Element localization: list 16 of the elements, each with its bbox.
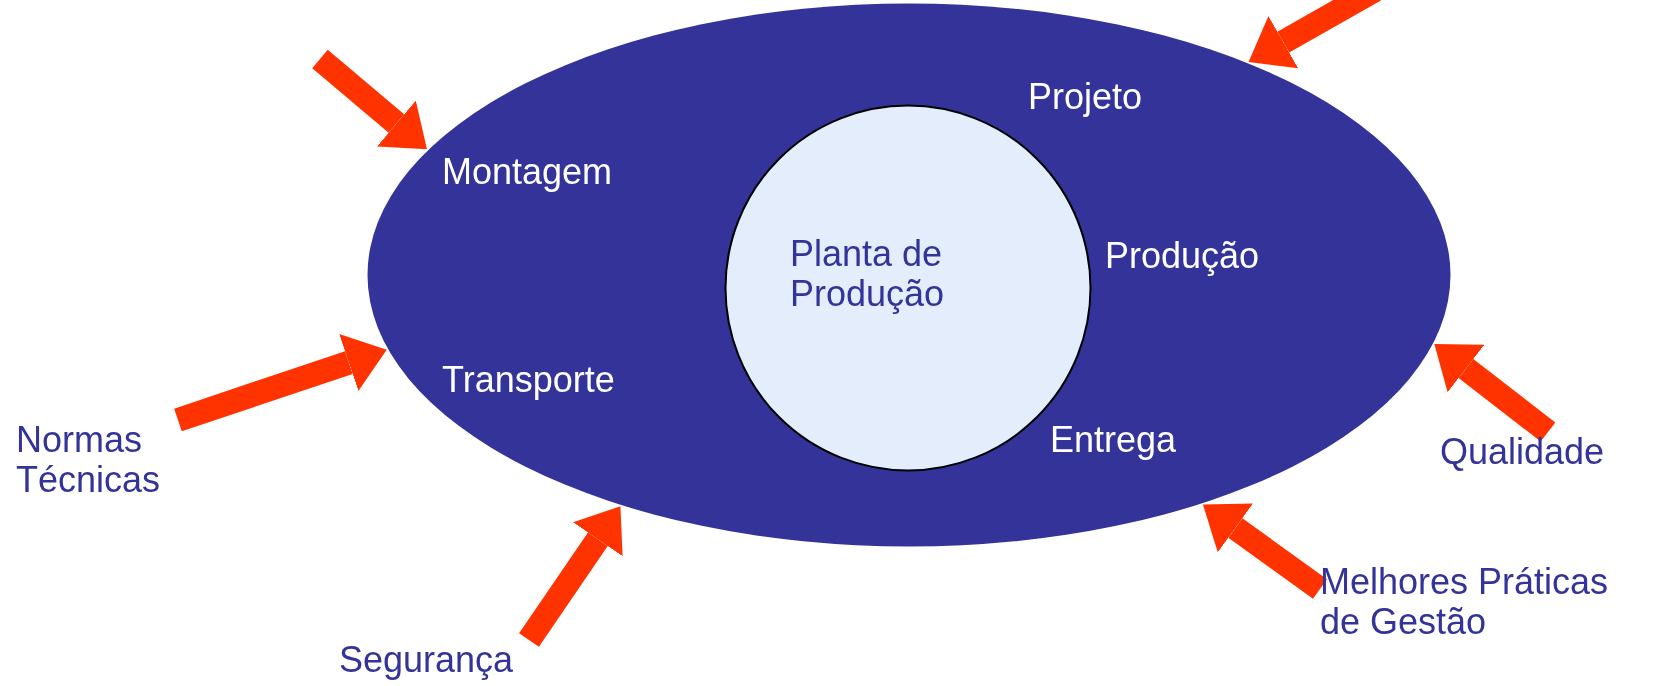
node-label: Qualidade bbox=[1440, 432, 1605, 472]
block-arrow bbox=[312, 49, 427, 150]
block-arrow bbox=[519, 506, 623, 647]
node-label: Normas Técnicas bbox=[16, 420, 162, 500]
stage-label: Montagem bbox=[442, 152, 613, 192]
node-label: Planta de Produção bbox=[790, 234, 946, 314]
node-label: Segurança bbox=[339, 640, 514, 680]
block-arrow bbox=[174, 334, 387, 432]
block-arrow bbox=[1248, 0, 1381, 69]
stage-label: Transporte bbox=[442, 360, 615, 400]
stage-label: Produção bbox=[1105, 236, 1260, 276]
stage-label: Entrega bbox=[1050, 420, 1177, 460]
block-arrow bbox=[1434, 344, 1556, 442]
block-arrow bbox=[1202, 503, 1327, 599]
stage-label: Projeto bbox=[1028, 77, 1143, 117]
node-label: Melhores Práticas de Gestão bbox=[1320, 562, 1610, 642]
